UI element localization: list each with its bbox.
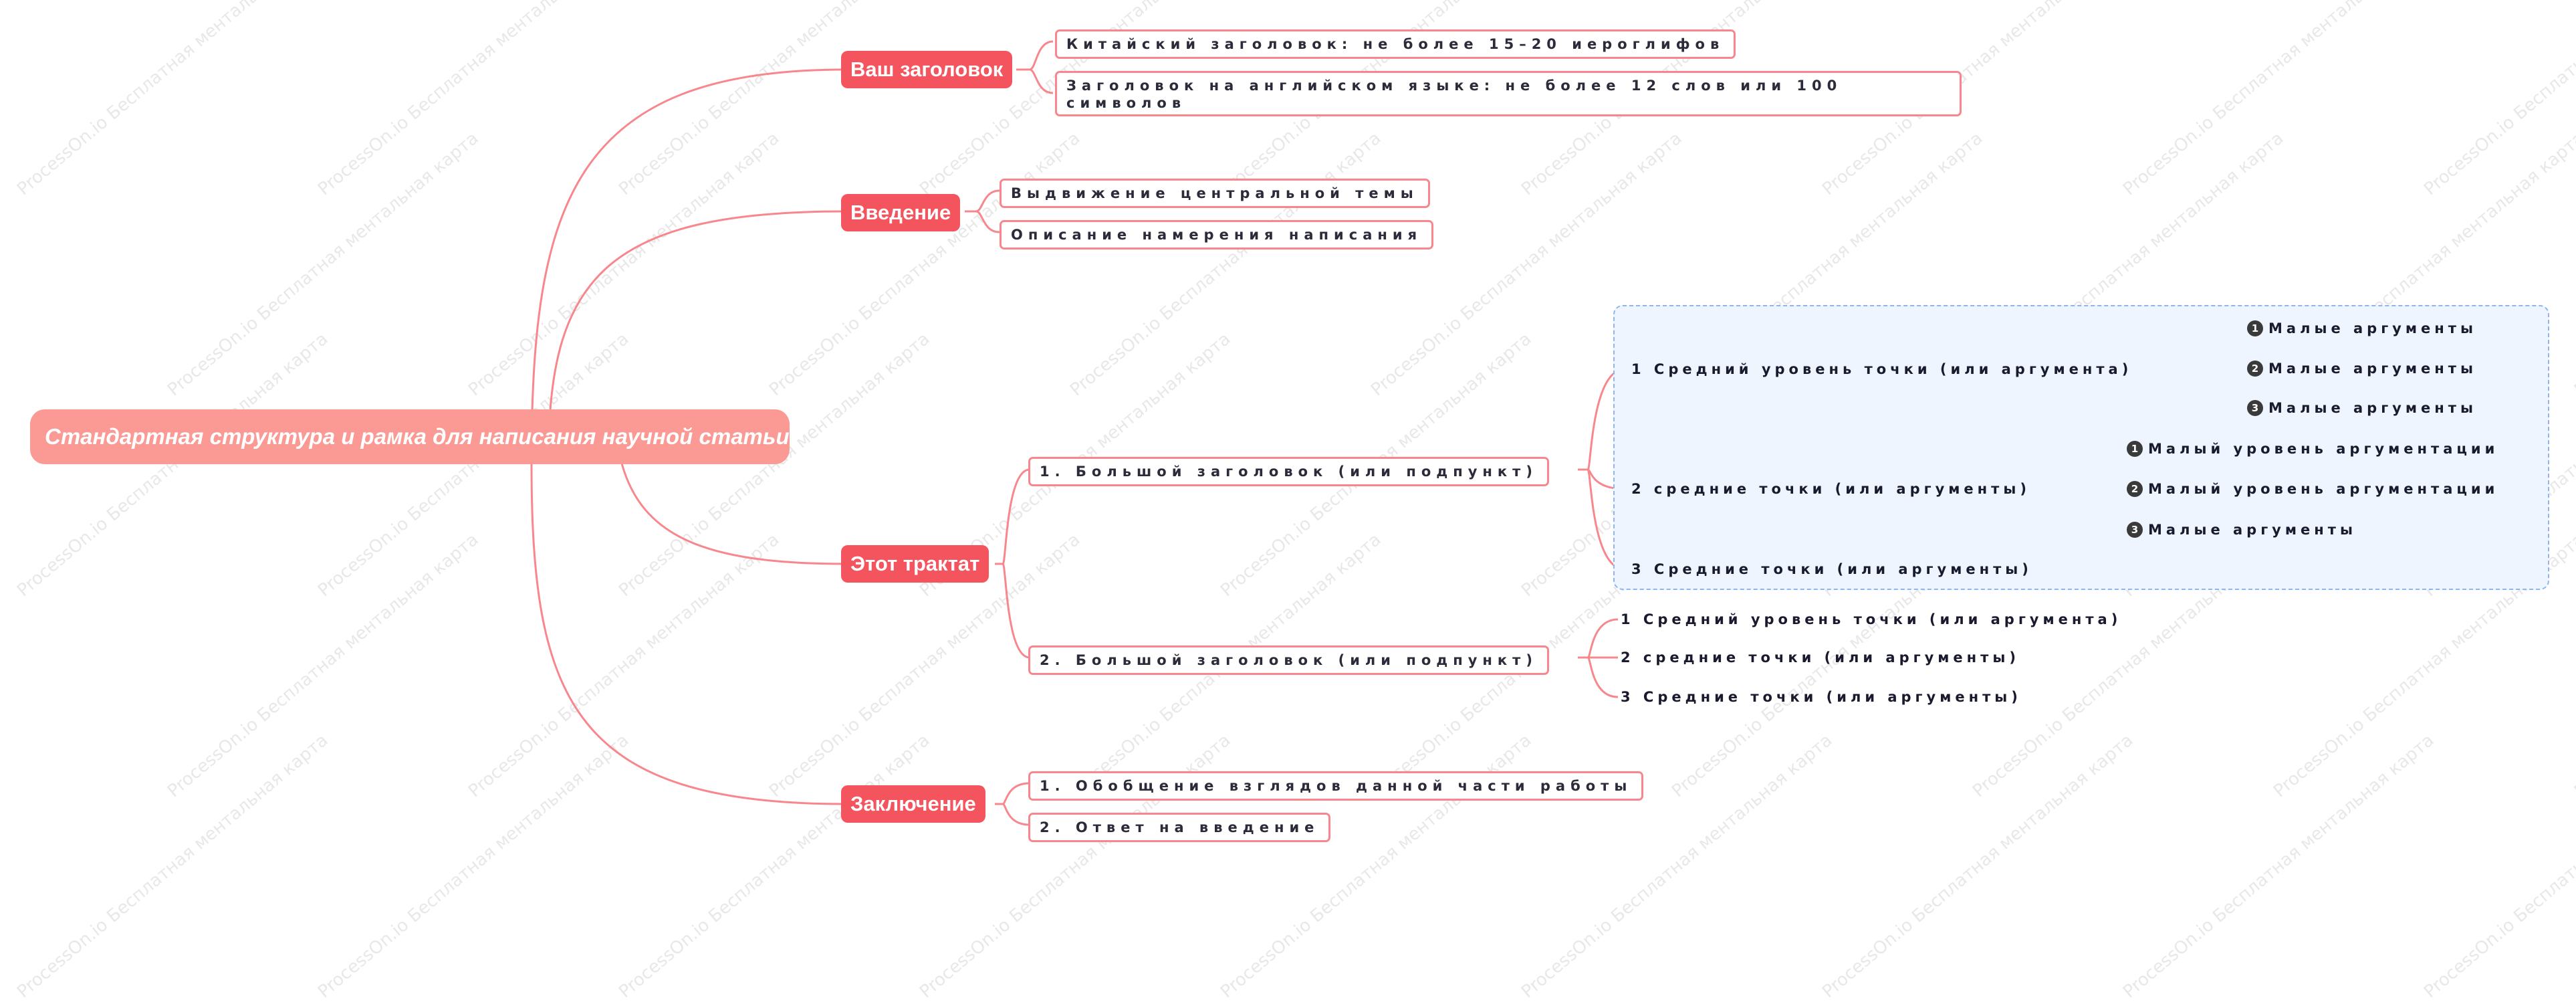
connector-root-intro xyxy=(547,210,846,464)
number-badge: 1 xyxy=(2247,320,2263,336)
number-badge: 3 xyxy=(2127,522,2143,538)
node-sec2-item-3[interactable]: 3 Средние точки (или аргументы) xyxy=(1621,689,2022,705)
node-section-2[interactable]: 2. Большой заголовок (или подпункт) xyxy=(1028,645,1549,675)
connector-root-conclusion xyxy=(530,463,846,805)
connector-intro-2 xyxy=(975,210,1000,233)
number-badge: 3 xyxy=(2247,400,2263,416)
node-sec1-sub3[interactable]: 3 Средние точки (или аргументы) xyxy=(1631,561,2032,577)
node-sub2-leaf-3[interactable]: Малые аргументы xyxy=(2148,522,2357,538)
node-body-branch[interactable]: Этот трактат xyxy=(841,545,989,583)
connector-concl-2 xyxy=(1002,803,1030,826)
node-sub2-leaf-1[interactable]: Малый уровень аргументации xyxy=(2148,441,2499,457)
node-title-chinese[interactable]: Китайский заголовок: не более 15–20 иеро… xyxy=(1055,29,1736,59)
connector-root-title xyxy=(530,68,846,464)
connector-root-body xyxy=(620,463,846,565)
number-badge: 2 xyxy=(2247,361,2263,377)
connector-intro-1 xyxy=(965,189,1000,213)
node-title-english[interactable]: Заголовок на английском языке: не более … xyxy=(1055,71,1962,116)
mind-map-canvas: ProcessOn.io Бесплатная ментальная карта… xyxy=(13,0,2576,1002)
node-conclusion-2[interactable]: 2. Ответ на введение xyxy=(1028,813,1331,842)
node-section-1[interactable]: 1. Большой заголовок (или подпункт) xyxy=(1028,457,1549,486)
node-sec1-sub1[interactable]: 1 Средний уровень точки (или аргумента) xyxy=(1631,361,2133,377)
summary-frame xyxy=(1613,305,2549,590)
node-intro-theme[interactable]: Выдвижение центральной темы xyxy=(1000,179,1430,208)
node-intro-intent[interactable]: Описание намерения написания xyxy=(1000,220,1434,249)
node-conclusion-branch[interactable]: Заключение xyxy=(841,785,985,823)
connector-body-sec2 xyxy=(1002,563,1030,659)
connector-sec1-sub1 xyxy=(1578,368,1625,471)
node-conclusion-1[interactable]: 1. Обобщение взглядов данной части работ… xyxy=(1028,771,1644,801)
number-badge: 1 xyxy=(2127,441,2143,457)
node-intro-branch[interactable]: Введение xyxy=(841,194,961,231)
node-sub1-leaf-1[interactable]: Малые аргументы xyxy=(2268,320,2477,336)
node-sec2-item-1[interactable]: 1 Средний уровень точки (или аргумента) xyxy=(1621,611,2122,627)
node-sec1-sub2[interactable]: 2 средние точки (или аргументы) xyxy=(1631,481,2030,497)
node-sec2-item-2[interactable]: 2 средние точки (или аргументы) xyxy=(1621,649,2020,666)
connector-concl-1 xyxy=(995,782,1030,805)
connector-body-sec1 xyxy=(995,468,1030,565)
root-topic[interactable]: Стандартная структура и рамка для написа… xyxy=(30,409,790,464)
node-sub1-leaf-2[interactable]: Малые аргументы xyxy=(2268,361,2477,377)
node-sub1-leaf-3[interactable]: Малые аргументы xyxy=(2268,400,2477,416)
connector-sec2-3 xyxy=(1587,656,1619,698)
node-sub2-leaf-2[interactable]: Малый уровень аргументации xyxy=(2148,481,2499,497)
number-badge: 2 xyxy=(2127,481,2143,497)
node-title-branch[interactable]: Ваш заголовок xyxy=(841,51,1013,88)
connector-sec2-1 xyxy=(1578,618,1619,659)
connector-title-1 xyxy=(1016,40,1054,71)
connector-title-2 xyxy=(1029,68,1054,94)
